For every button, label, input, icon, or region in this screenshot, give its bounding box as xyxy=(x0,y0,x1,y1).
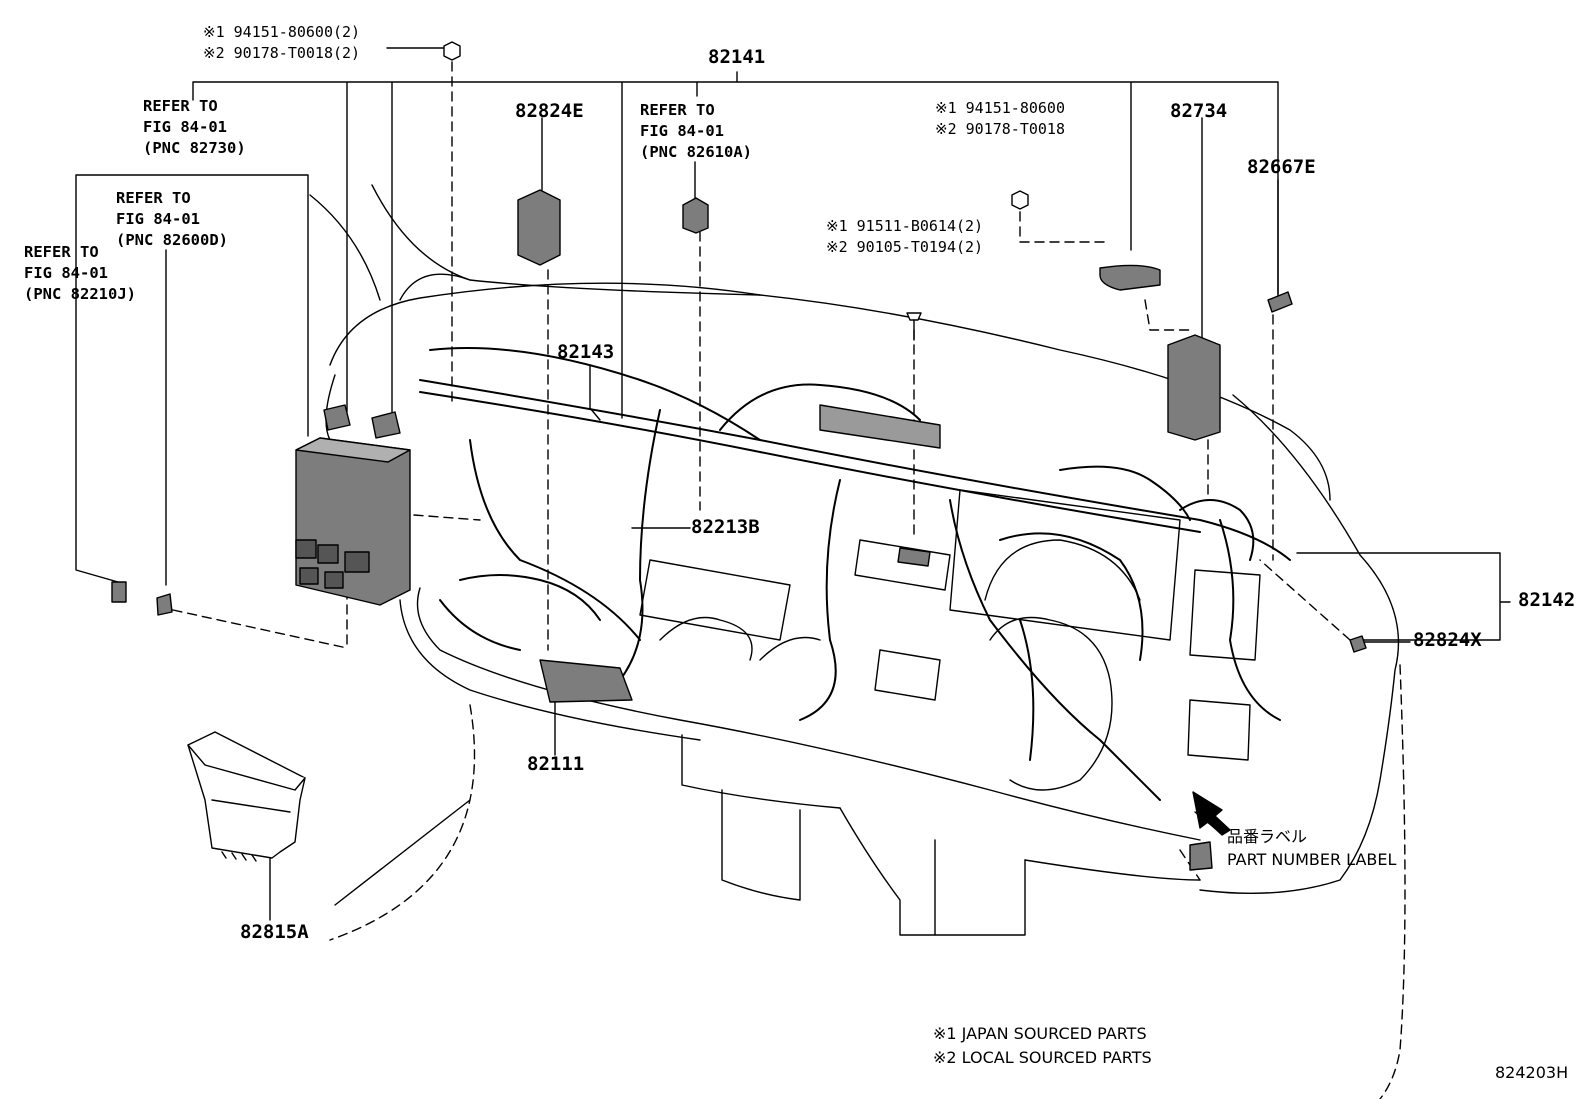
clamp-left-b-icon xyxy=(371,411,401,439)
part-label-82111: 82111 xyxy=(527,753,585,775)
connector-82824x-icon xyxy=(1349,635,1367,653)
label-tag-icon xyxy=(1189,841,1213,871)
legend-notes: ※1 JAPAN SOURCED PARTS※2 LOCAL SOURCED P… xyxy=(933,1024,1152,1067)
connector-82734-icon xyxy=(1167,334,1221,441)
part-number-label-en: PART NUMBER LABEL xyxy=(1227,850,1397,869)
connector-82210j-icon xyxy=(111,581,127,603)
part-label-82667e: 82667E xyxy=(1247,156,1316,178)
nut-top-right-icon xyxy=(1011,190,1029,210)
part-label-82142: 82142 xyxy=(1518,589,1576,611)
arrow-icon xyxy=(1192,791,1231,836)
duct-82815a-icon xyxy=(187,731,306,862)
center-connector-icon xyxy=(897,547,931,567)
part-label-82734: 82734 xyxy=(1170,100,1228,122)
part-label-82213b: 82213B xyxy=(691,516,760,538)
connector-82824e-icon xyxy=(517,189,561,266)
dashed-lines xyxy=(172,61,1406,1099)
dashboard-outline xyxy=(309,184,1400,936)
bracket-82141-icon xyxy=(1099,264,1161,291)
clamp-left-a-icon xyxy=(323,404,351,431)
harness-main xyxy=(419,347,1291,801)
part-label-82824x: 82824X xyxy=(1413,629,1482,651)
bolt-icons xyxy=(443,41,1029,341)
part-label-82143: 82143 xyxy=(557,341,615,363)
clip-82667e-icon xyxy=(1267,291,1293,313)
bolt-center-icon xyxy=(906,312,922,321)
junction-block-icon xyxy=(295,437,411,606)
part-label-82824e: 82824E xyxy=(515,100,584,122)
ecu-82111-icon xyxy=(539,659,633,703)
connector-icons xyxy=(111,189,1367,871)
part-label-82815a: 82815A xyxy=(240,921,309,943)
connector-82600d-icon xyxy=(156,593,173,616)
callout-spec-center: ※1 91511-B0614(2)※2 90105-T0194(2) xyxy=(826,217,984,256)
connector-82610a-icon xyxy=(682,197,709,234)
callout-spec-top-right: ※1 94151-80600※2 90178-T0018 xyxy=(935,99,1065,138)
nut-top-left-icon xyxy=(443,41,461,61)
figure-code: 824203H xyxy=(1495,1063,1569,1082)
callout-spec-top-left: ※1 94151-80600(2)※2 90178-T0018(2) xyxy=(203,23,361,62)
connector-row-icon xyxy=(819,404,941,449)
part-label-82141: 82141 xyxy=(708,46,766,68)
part-number-label-jp: 品番ラベル xyxy=(1227,827,1308,846)
